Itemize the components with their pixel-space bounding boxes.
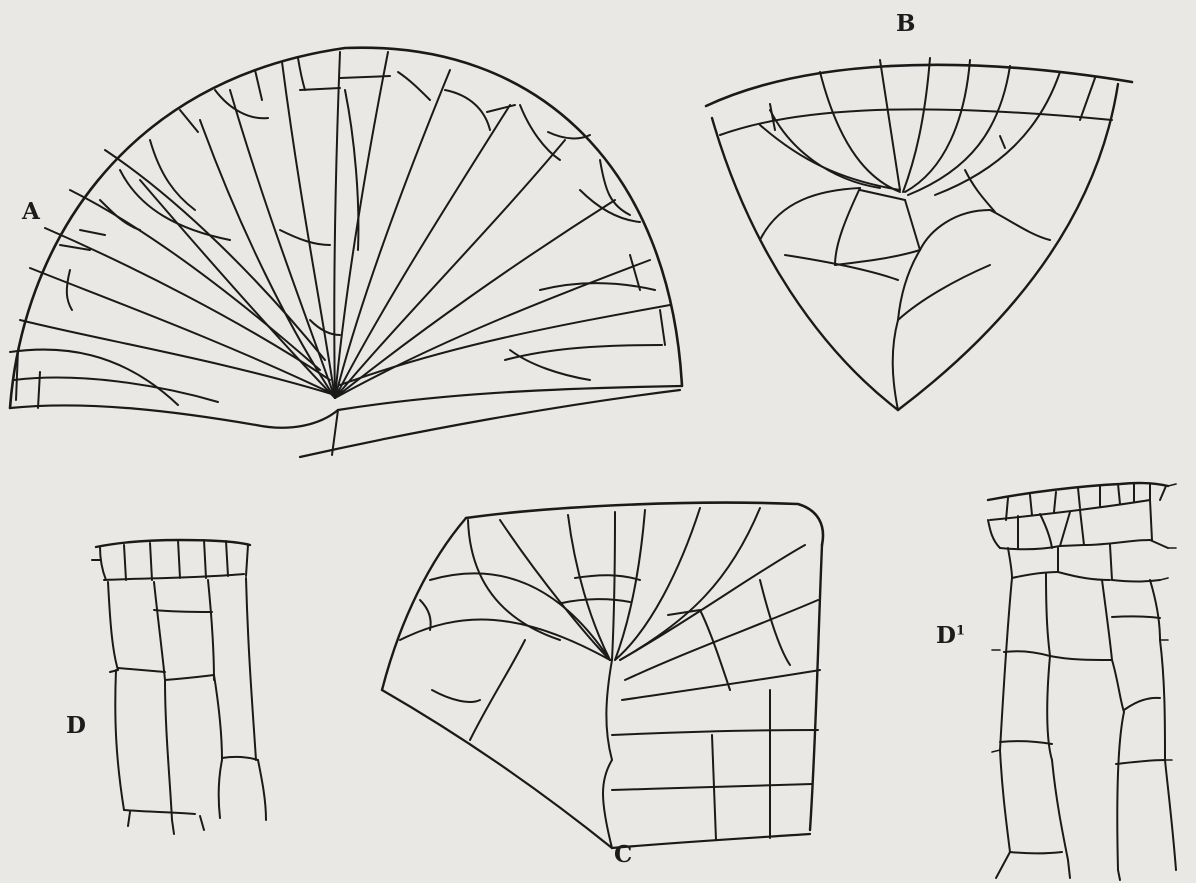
figure-label-a: A (22, 200, 40, 223)
figure-b-drawing (706, 58, 1132, 410)
figure-label-c: C (614, 843, 632, 866)
figure-d1-drawing (988, 483, 1176, 880)
figure-label-d1-superscript: 1 (956, 623, 965, 638)
figure-label-d1: D1 (936, 624, 965, 647)
figure-label-b: B (896, 12, 915, 35)
figure-c-drawing (382, 503, 823, 848)
figure-a-drawing (10, 48, 682, 457)
figure-label-d1-letter: D (936, 622, 956, 649)
figure-d-drawing (92, 540, 266, 834)
figure-label-d: D (66, 714, 86, 737)
